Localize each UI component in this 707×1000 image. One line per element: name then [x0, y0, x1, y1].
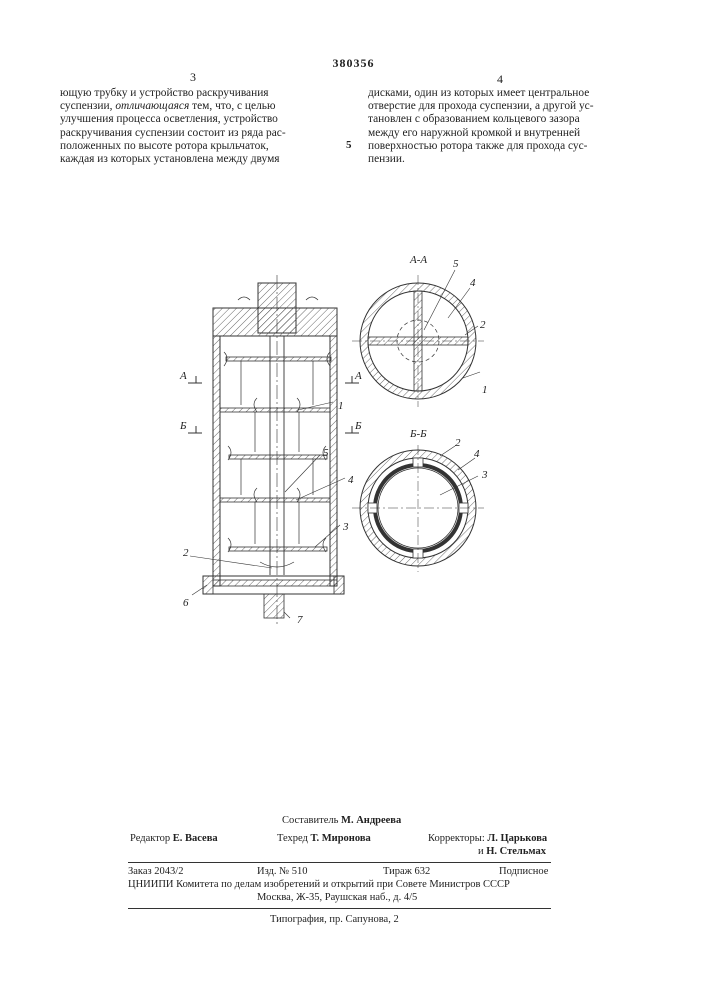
techred-credit: Техред Т. Миронова: [277, 833, 371, 844]
techred-role: Техред: [277, 833, 308, 844]
rotor-bottom: [213, 580, 337, 586]
cut-label-b-left: Б: [179, 420, 187, 432]
corrector-2-line: и Н. Стельмах: [478, 846, 546, 857]
divider: [128, 908, 551, 909]
bottom-pipe: [264, 594, 284, 618]
disk: [220, 498, 330, 502]
label-a-1: 1: [482, 384, 488, 396]
rotation-arrow: [306, 297, 318, 300]
top-cap: [213, 308, 337, 336]
label-part-7: 7: [297, 614, 303, 626]
label-part-6: 6: [183, 597, 189, 609]
label-a-2: 2: [480, 319, 486, 331]
institute-line-2: Москва, Ж-35, Раушская наб., д. 4/5: [257, 892, 417, 903]
label-part-2: 2: [183, 547, 189, 559]
corrector-2: Н. Стельмах: [486, 846, 546, 857]
editor-role: Редактор: [130, 833, 170, 844]
editor-name: Е. Васева: [173, 833, 218, 844]
cut-label-b-right: Б: [354, 420, 362, 432]
disk: [226, 357, 331, 361]
disk: [229, 455, 327, 459]
institute-line-1: ЦНИИПИ Комитета по делам изобретений и о…: [128, 879, 510, 890]
edition-number: Изд. № 510: [257, 866, 308, 877]
correctors-credit: Корректоры: Л. Царькова: [428, 833, 547, 844]
printer-info: Типография, пр. Сапунова, 2: [270, 914, 399, 925]
section-a-title: А-А: [409, 254, 427, 266]
section-a-a: [352, 270, 484, 407]
corrector-1: Л. Царькова: [487, 833, 547, 844]
flange-hatch: [334, 576, 344, 594]
editor-credit: Редактор Е. Васева: [130, 833, 218, 844]
corrector-and: и: [478, 846, 484, 857]
label-b-2: 2: [455, 437, 461, 449]
compiler-name: М. Андреева: [341, 815, 401, 826]
flange-hatch: [203, 576, 213, 594]
compiler-credit: Составитель М. Андреева: [282, 815, 401, 826]
correctors-role: Корректоры:: [428, 833, 485, 844]
circulation: Тираж 632: [383, 866, 430, 877]
label-part-3: 3: [342, 521, 349, 533]
rotor-wall-left: [213, 336, 220, 586]
label-a-5: 5: [453, 258, 459, 270]
cut-label-a-left: А: [179, 370, 187, 382]
label-b-3: 3: [481, 469, 488, 481]
compiler-role: Составитель: [282, 815, 338, 826]
rotation-arrow: [238, 297, 250, 300]
rotor-longitudinal-section: [188, 275, 359, 625]
label-part-4: 4: [348, 474, 354, 486]
order-number: Заказ 2043/2: [128, 866, 183, 877]
section-b-title: Б-Б: [409, 428, 427, 440]
section-b-b: [352, 445, 484, 572]
techred-name: Т. Миронова: [311, 833, 371, 844]
label-b-4: 4: [474, 448, 480, 460]
disk: [229, 547, 327, 551]
divider: [128, 862, 551, 863]
rotor-wall-right: [330, 336, 337, 586]
label-part-1: 1: [338, 400, 344, 412]
label-part-5: 5: [323, 447, 329, 459]
label-a-4: 4: [470, 277, 476, 289]
subscription: Подписное: [499, 866, 548, 877]
cut-label-a-right: А: [354, 370, 362, 382]
disk: [220, 408, 330, 412]
